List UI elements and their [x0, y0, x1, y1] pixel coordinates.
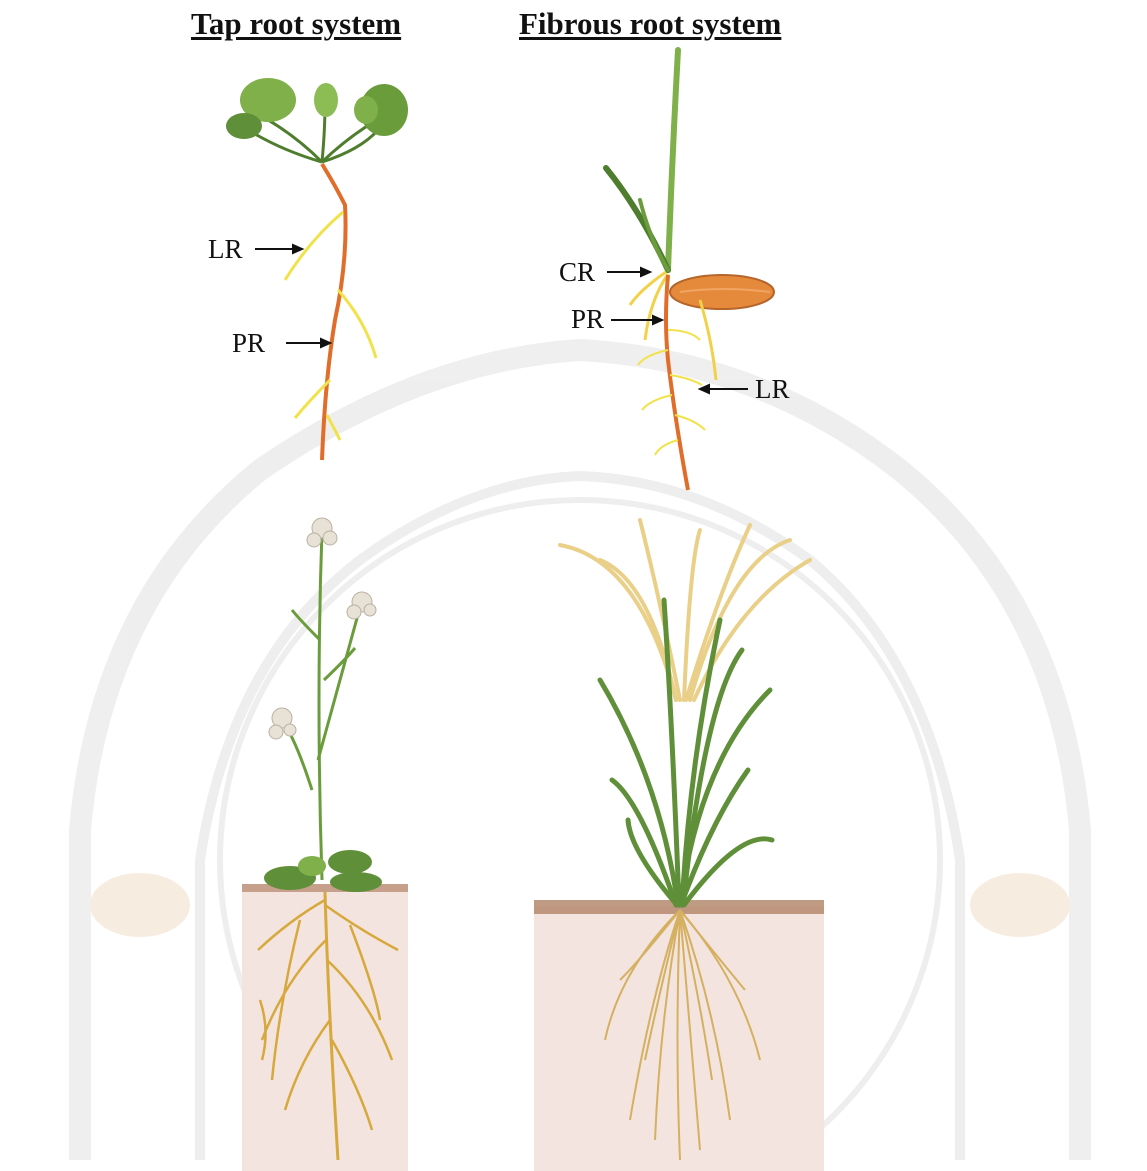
primary-root-fibrous [666, 275, 688, 490]
fibrous-root-seedling: CR PR LR [559, 50, 790, 490]
label-fib-crown: CR [559, 257, 595, 287]
mature-fibrous-root-plant [534, 520, 824, 1171]
mature-tap-root-plant [242, 518, 408, 1171]
seedling-leaves [226, 78, 408, 162]
title-fibrous-root-system: Fibrous root system [519, 6, 781, 42]
label-fib-primary: PR [571, 304, 604, 334]
title-tap-root-system: Tap root system [191, 6, 401, 42]
label-tap-lateral: LR [208, 234, 243, 264]
arrows-tap [255, 245, 330, 347]
label-fib-lateral: LR [755, 374, 790, 404]
grass-shoot [606, 50, 678, 270]
rice-panicles [560, 520, 810, 700]
label-tap-primary: PR [232, 328, 265, 358]
